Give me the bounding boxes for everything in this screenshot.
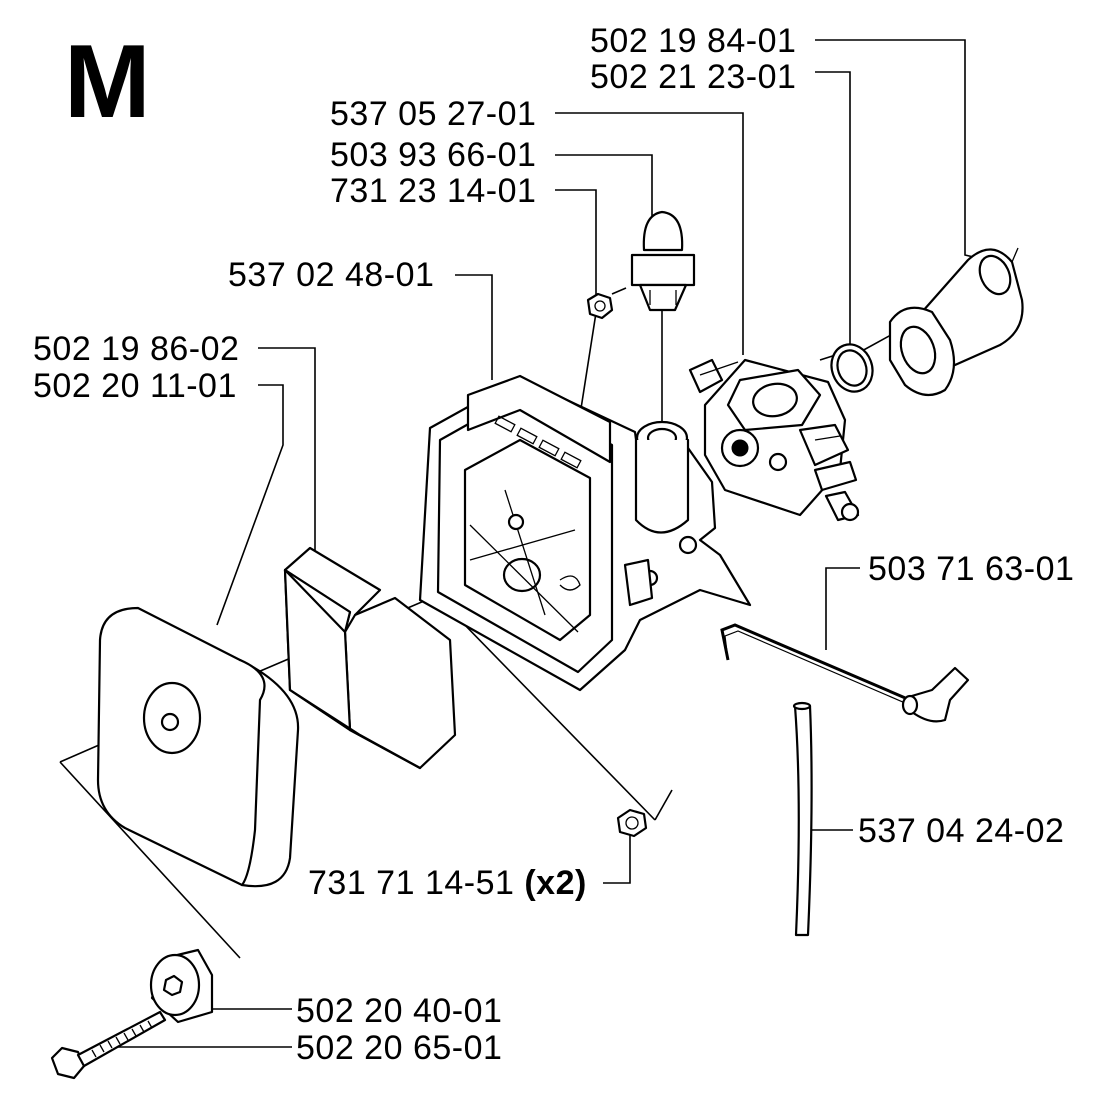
part-number: 537 05 27-01	[330, 95, 537, 133]
part-label-nut-bottom: 731 71 14-51 (x2)	[308, 866, 587, 900]
assembly-line-nut-stud	[611, 287, 627, 295]
leader-air-box	[455, 274, 493, 380]
assembly-line-stud	[459, 619, 656, 821]
leader-primer-bulb	[555, 154, 653, 220]
part-number: 537 02 48-01	[228, 256, 435, 294]
intake-manifold	[888, 247, 1024, 397]
assembly-line-nut	[579, 299, 599, 416]
leader-intake-manifold	[815, 39, 996, 263]
part-label-nut-top: 731 23 14-01	[330, 174, 536, 208]
air-box-housing	[418, 374, 752, 692]
part-number: 503 71 63-01	[868, 550, 1075, 588]
filter-knob	[149, 948, 214, 1024]
part-label-knob: 502 20 40-01	[296, 994, 502, 1028]
part-label-intake-manifold: 502 19 84-01	[590, 24, 796, 58]
filter-cover	[96, 606, 300, 888]
part-label-carburetor: 537 05 27-01	[330, 97, 536, 131]
choke-rod	[720, 623, 970, 723]
leader-gasket-ring	[815, 71, 851, 345]
primer-bulb	[630, 210, 696, 312]
part-number: 502 19 84-01	[590, 22, 797, 60]
hex-nut-top	[586, 292, 614, 320]
part-number: 503 93 66-01	[330, 136, 537, 174]
assembly-line-knob	[59, 761, 241, 959]
part-number: 537 04 24-02	[858, 812, 1065, 850]
hex-nut-bottom	[616, 808, 648, 838]
part-label-screw: 502 20 65-01	[296, 1031, 502, 1065]
leader-carburetor	[555, 112, 744, 355]
part-quantity: (x2)	[524, 864, 587, 902]
leader-nut-top	[555, 189, 597, 298]
carburetor	[688, 358, 860, 522]
part-number: 502 21 23-01	[590, 58, 797, 96]
filter-element	[283, 546, 457, 770]
gasket-ring	[830, 343, 874, 393]
part-label-primer-bulb: 503 93 66-01	[330, 138, 536, 172]
part-label-choke-rod: 503 71 63-01	[868, 552, 1074, 586]
part-number: 731 71 14-51	[308, 864, 515, 902]
screw	[50, 1010, 167, 1080]
part-number: 502 20 65-01	[296, 1029, 503, 1067]
assembly-line-stud-tip	[654, 789, 673, 821]
part-label-fuel-hose: 537 04 24-02	[858, 814, 1064, 848]
part-label-filter-cover: 502 20 11-01	[33, 369, 237, 403]
part-number: 731 23 14-01	[330, 172, 537, 210]
leader-filter-cover	[216, 384, 284, 626]
part-number: 502 19 86-02	[33, 330, 240, 368]
leader-filter-element	[258, 347, 316, 555]
leader-choke-rod	[825, 567, 860, 650]
part-label-air-box: 537 02 48-01	[228, 258, 434, 292]
section-letter: M	[64, 24, 151, 140]
part-label-gasket-ring: 502 21 23-01	[590, 60, 796, 94]
part-label-filter-element: 502 19 86-02	[33, 332, 239, 366]
part-number: 502 20 11-01	[33, 367, 237, 405]
part-number: 502 20 40-01	[296, 992, 503, 1030]
leader-nut-bottom	[603, 835, 631, 884]
fuel-hose	[792, 701, 813, 937]
